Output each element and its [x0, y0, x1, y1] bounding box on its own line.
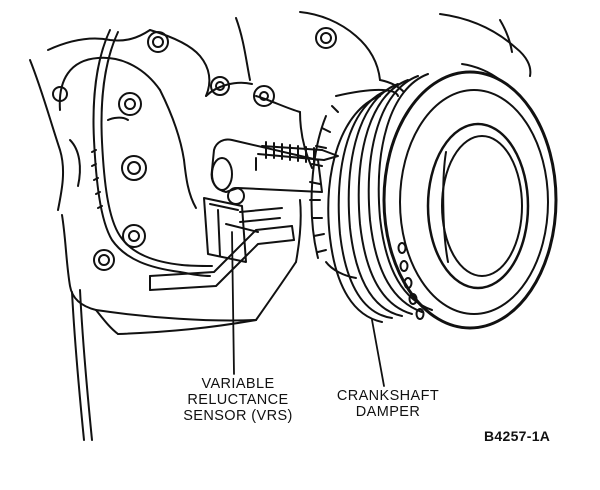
figure-code: B4257-1A: [484, 428, 551, 444]
vrs-label-line-2: RELUCTANCE: [187, 392, 289, 408]
trigger-wheel: [309, 88, 399, 279]
vrs-leader-line: [231, 231, 235, 375]
vrs-label-line-1: VARIABLE: [201, 376, 275, 392]
bolts: [52, 27, 337, 271]
vrs-sensor: [203, 138, 339, 263]
vrs-label-line-3: SENSOR (VRS): [183, 408, 293, 424]
damper-label-line-1: CRANKSHAFT: [336, 388, 440, 404]
sensor-bracket: [149, 223, 295, 291]
sensor-wiring: [71, 29, 213, 441]
engine-block: [29, 11, 532, 335]
damper-callout-label: CRANKSHAFT DAMPER: [318, 388, 458, 420]
vrs-callout-label: VARIABLE RELUCTANCE SENSOR (VRS): [168, 376, 308, 424]
damper-label-line-2: DAMPER: [355, 404, 421, 420]
damper-leader-line: [371, 319, 385, 387]
crankshaft-damper: [327, 70, 558, 330]
